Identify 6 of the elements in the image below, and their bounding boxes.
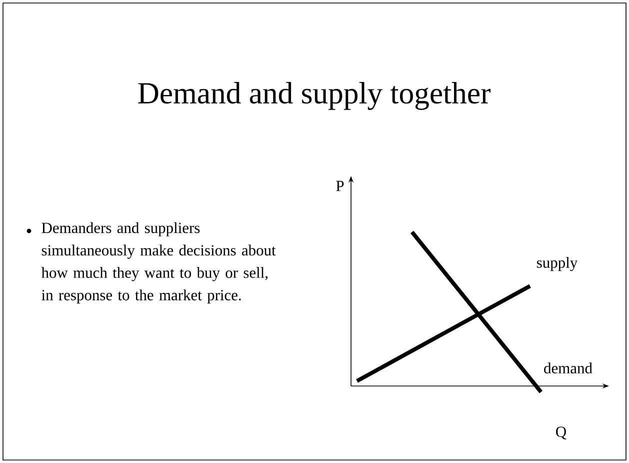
slide-title: Demand and supply together bbox=[138, 82, 490, 110]
curve-label: demand bbox=[544, 362, 592, 374]
curve-label: supply bbox=[537, 256, 578, 272]
bullet-text: Demanders and suppliers simultaneously make decisions about how much they want to buy or sell, in response to the market price. bbox=[41, 222, 276, 304]
axis-label: Q bbox=[556, 426, 566, 440]
axis-label: P bbox=[336, 180, 344, 192]
